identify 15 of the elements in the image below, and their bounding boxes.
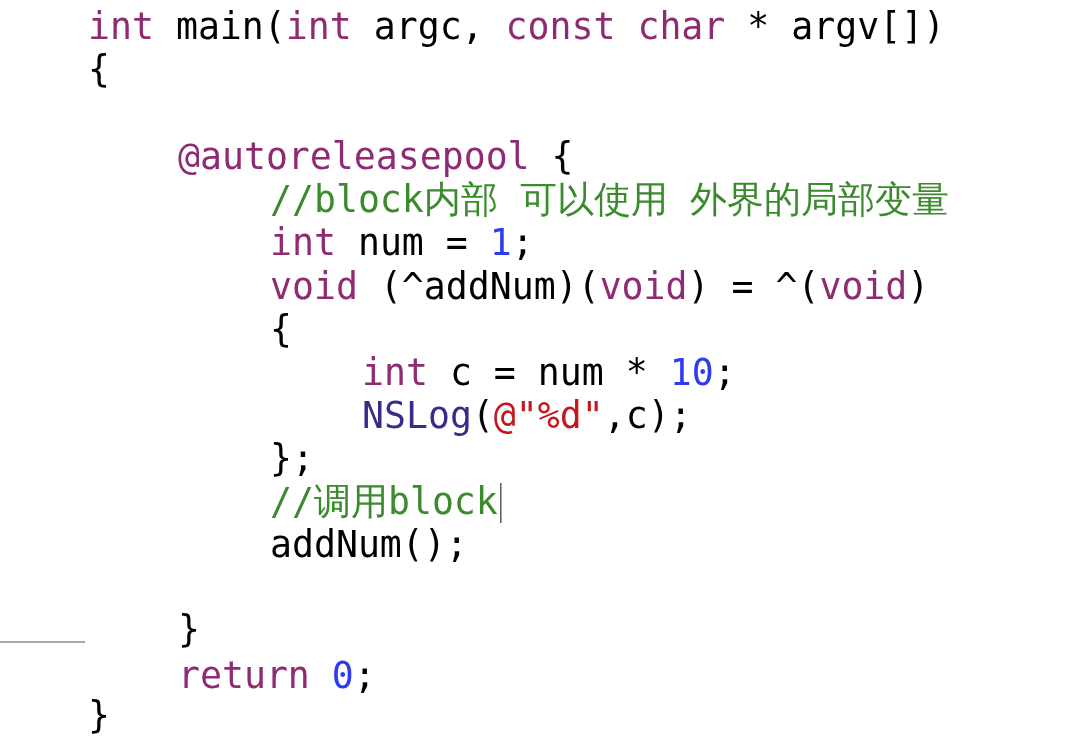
code-line: } — [178, 609, 200, 651]
code-line: @autoreleasepool { — [178, 136, 574, 178]
code-line: //block内部 可以使用 外界的局部变量 — [270, 179, 949, 221]
code-line: int main(int argc, const char * argv[]) — [88, 6, 946, 48]
code-line: int c = num * 10; — [362, 352, 736, 394]
code-line: NSLog(@"%d",c); — [362, 395, 692, 437]
code-line: //调用block — [270, 481, 498, 523]
code-line: } — [88, 695, 110, 737]
code-line: addNum(); — [270, 524, 468, 566]
code-line: void (^addNum)(void) = ^(void) — [270, 266, 930, 308]
code-line: int num = 1; — [270, 222, 534, 264]
code-line: { — [88, 49, 110, 91]
code-line: { — [270, 309, 292, 351]
code-line: return 0; — [178, 655, 376, 697]
code-line: }; — [270, 438, 314, 480]
